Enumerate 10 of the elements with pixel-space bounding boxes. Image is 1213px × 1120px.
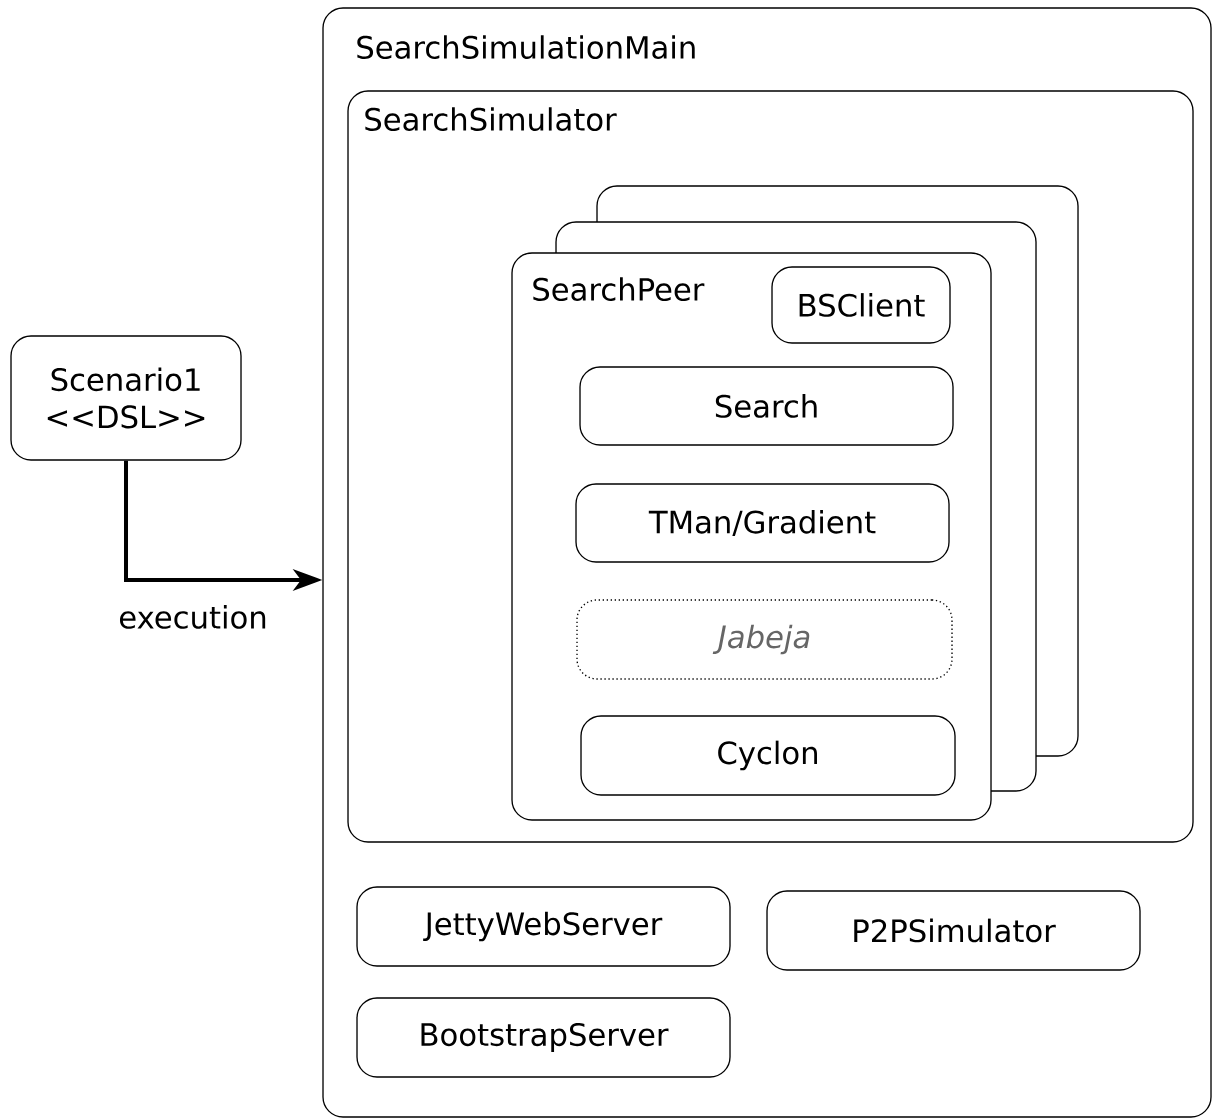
component-box: TMan/Gradient xyxy=(575,483,950,563)
component-box: BootstrapServer xyxy=(356,997,731,1078)
component-box: Search xyxy=(579,366,954,446)
component-box: BSClient xyxy=(771,266,951,344)
edge-label: execution xyxy=(116,603,270,631)
component-box: JettyWebServer xyxy=(356,886,731,967)
component-box: Jabeja xyxy=(576,599,953,680)
component-box: Cyclon xyxy=(580,715,956,796)
component-box: P2PSimulator xyxy=(766,890,1141,971)
scenario-box: Scenario1 <<DSL>> xyxy=(10,335,242,461)
